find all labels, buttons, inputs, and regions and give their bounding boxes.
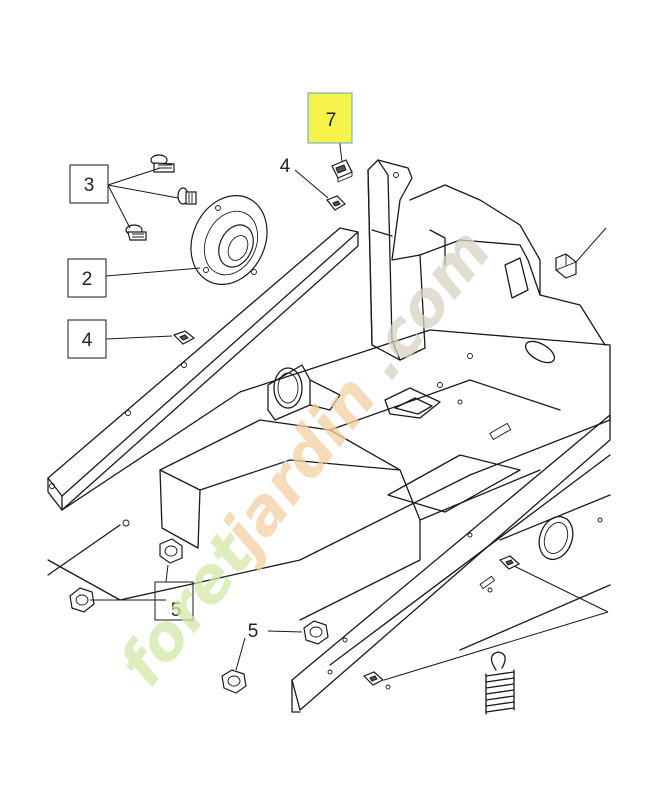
bushing-part-7 (331, 159, 353, 183)
callout-3[interactable]: 3 (69, 164, 109, 204)
callout-2[interactable]: 2 (67, 258, 107, 298)
bolt-part-3-bottom (125, 224, 147, 241)
callout-3-label: 3 (84, 175, 95, 196)
callout-5-right-label: 5 (248, 621, 259, 642)
bolt-part-3-middle (177, 187, 197, 205)
hex-nut-part-5-upper (159, 538, 183, 564)
chassis-frame (47, 159, 611, 713)
watermark-logo: foret jardin .com (104, 215, 505, 699)
callout-7[interactable]: 7 (307, 92, 353, 144)
bolt-part-3-top (150, 154, 175, 173)
callout-5-right[interactable]: 5 (248, 621, 259, 642)
callout-5-left[interactable]: 5 (154, 581, 194, 621)
callout-7-label: 7 (326, 110, 337, 131)
callout-5-left-label: 5 (171, 600, 182, 621)
clip-nut-part-4-left (172, 330, 196, 345)
clip-nut-part-4-top (326, 195, 346, 211)
callout-4-top-label: 4 (280, 156, 291, 177)
hex-nut-part-5-right (303, 620, 329, 645)
hex-nut-part-5-bottom (221, 669, 247, 694)
callout-4-top[interactable]: 4 (280, 156, 291, 177)
hex-nut-part-5-left (69, 587, 95, 613)
callout-4-left[interactable]: 4 (67, 319, 107, 359)
callout-2-label: 2 (82, 269, 93, 290)
bearing-flange-part-2 (190, 195, 268, 285)
tension-spring (485, 651, 515, 715)
callout-4-left-label: 4 (82, 330, 93, 351)
clip-nut-part-4-right-b (362, 671, 385, 686)
stop-block (555, 253, 577, 279)
watermark-text-part3: .com (344, 215, 505, 392)
